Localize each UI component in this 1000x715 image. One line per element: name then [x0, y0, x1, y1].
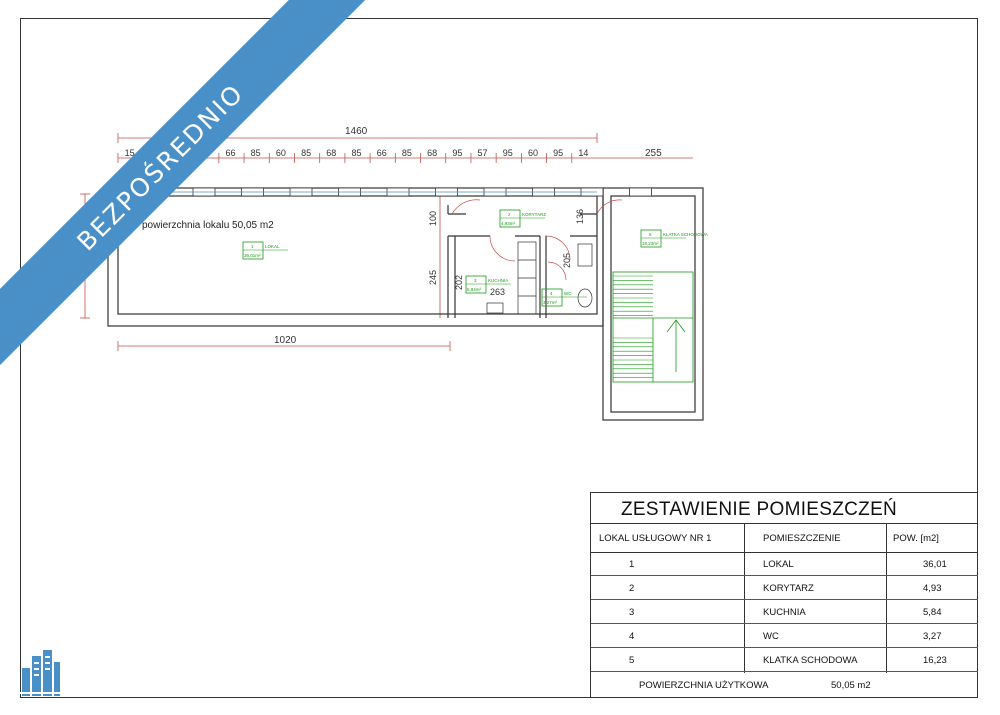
room-tag-area: 36,01m² — [244, 253, 261, 258]
room-tag-area: 3,27m² — [543, 300, 558, 305]
door-swings — [451, 199, 623, 281]
row-area: 4,93 — [923, 583, 942, 594]
row-number: 4 — [629, 631, 635, 642]
room-tag-number: 4 — [550, 291, 553, 296]
dim-segment-label: 14 — [578, 148, 588, 158]
room-tag: 5 16,23m² KLATKA SCHODOWA — [640, 229, 708, 248]
building-logo-icon — [20, 650, 62, 696]
room-tag-name: KORYTARZ — [522, 212, 546, 217]
row-room-name: KUCHNIA — [763, 607, 806, 618]
dim-bottom: 1020 — [274, 335, 297, 346]
dim-segment-label: 66 — [225, 148, 235, 158]
row-room-name: WC — [763, 631, 779, 642]
table-divider — [744, 523, 745, 673]
dim-segment-label: 85 — [352, 148, 362, 158]
row-area: 5,84 — [923, 607, 942, 618]
row-room-name: LOKAL — [763, 559, 794, 570]
dim-overall: 1460 — [345, 126, 368, 137]
dim-v-100: 100 — [428, 211, 438, 226]
room-tags: 1 36,01m² LOKAL 2 4,93m² KORYTARZ 3 5,84m² KUCHN… — [242, 209, 708, 307]
dim-segment-label: 95 — [553, 148, 563, 158]
row-number: 3 — [629, 607, 635, 618]
room-tag-number: 5 — [649, 232, 652, 237]
dim-segment-label: 95 — [503, 148, 513, 158]
dim-right: 255 — [645, 148, 662, 159]
dim-v-245: 245 — [428, 270, 438, 285]
dim-v-205: 205 — [562, 253, 572, 268]
dim-263: 263 — [490, 287, 505, 297]
dim-segment-label: 57 — [478, 148, 488, 158]
area-label: powierzchnia lokalu 50,05 m2 — [142, 220, 274, 231]
dim-segment-label: 60 — [528, 148, 538, 158]
dim-segment-label: 60 — [276, 148, 286, 158]
row-room-name: KLATKA SCHODOWA — [763, 655, 858, 666]
row-area: 36,01 — [923, 559, 947, 570]
room-tag-area: 16,23m² — [642, 241, 659, 246]
dim-segment-label: 85 — [251, 148, 261, 158]
col-header-area: POW. [m2] — [893, 533, 939, 544]
room-tag-name: WC — [564, 291, 572, 296]
col-header-unit: LOKAL USŁUGOWY NR 1 — [599, 533, 712, 544]
room-tag-number: 1 — [251, 244, 254, 249]
dim-segment-label: 85 — [402, 148, 412, 158]
row-area: 16,23 — [923, 655, 947, 666]
dim-v-136: 136 — [575, 209, 585, 224]
table-row: 2 KORYTARZ 4,93 — [591, 577, 978, 600]
staircase — [612, 271, 694, 383]
row-number: 1 — [629, 559, 635, 570]
table-header: LOKAL USŁUGOWY NR 1 POMIESZCZENIE POW. [… — [591, 523, 978, 553]
footer-value: 50,05 m2 — [831, 680, 871, 691]
dim-segment-label: 15 — [125, 148, 135, 158]
fixtures — [486, 241, 593, 315]
dim-v-202: 202 — [454, 275, 464, 290]
table-row: 3 KUCHNIA 5,84 — [591, 601, 978, 624]
room-tag-number: 2 — [508, 212, 511, 217]
room-tag: 4 3,27m² WC — [541, 288, 587, 307]
footer-label: POWIERZCHNIA UŻYTKOWA — [639, 680, 769, 691]
table-title: ZESTAWIENIE POMIESZCZEŃ — [621, 499, 898, 520]
room-tag-name: KUCHNIA — [488, 278, 508, 283]
window-pier — [629, 187, 652, 197]
row-room-name: KORYTARZ — [763, 583, 814, 594]
row-area: 3,27 — [923, 631, 942, 642]
table-row: 4 WC 3,27 — [591, 625, 978, 648]
room-tag: 1 36,01m² LOKAL — [242, 241, 288, 260]
dim-segment-label: 68 — [427, 148, 437, 158]
room-schedule-table: ZESTAWIENIE POMIESZCZEŃ LOKAL USŁUGOWY N… — [590, 492, 978, 699]
table-footer: POWIERZCHNIA UŻYTKOWA 50,05 m2 — [591, 673, 978, 699]
row-number: 5 — [629, 655, 635, 666]
room-tag-area: 5,84m² — [467, 287, 482, 292]
room-tag: 2 4,93m² KORYTARZ — [499, 209, 546, 228]
room-tag-number: 3 — [474, 278, 477, 283]
col-header-room: POMIESZCZENIE — [763, 533, 841, 544]
dim-segment-label: 66 — [377, 148, 387, 158]
table-row: 1 LOKAL 36,01 — [591, 553, 978, 576]
table-divider — [886, 523, 887, 673]
row-number: 2 — [629, 583, 635, 594]
dim-segment-label: 95 — [452, 148, 462, 158]
sheet-frame — [20, 18, 978, 698]
table-row: 5 KLATKA SCHODOWA 16,23 — [591, 649, 978, 672]
room-tag: 3 5,84m² KUCHNIA — [465, 275, 511, 294]
room-tag-name: LOKAL — [265, 244, 280, 249]
dim-segment-label: 85 — [301, 148, 311, 158]
room-tag-name: KLATKA SCHODOWA — [663, 232, 708, 237]
dim-segments: 15856485668560856885668568955795609514 — [125, 148, 589, 158]
room-tag-area: 4,93m² — [501, 221, 516, 226]
dim-segment-label: 68 — [326, 148, 336, 158]
